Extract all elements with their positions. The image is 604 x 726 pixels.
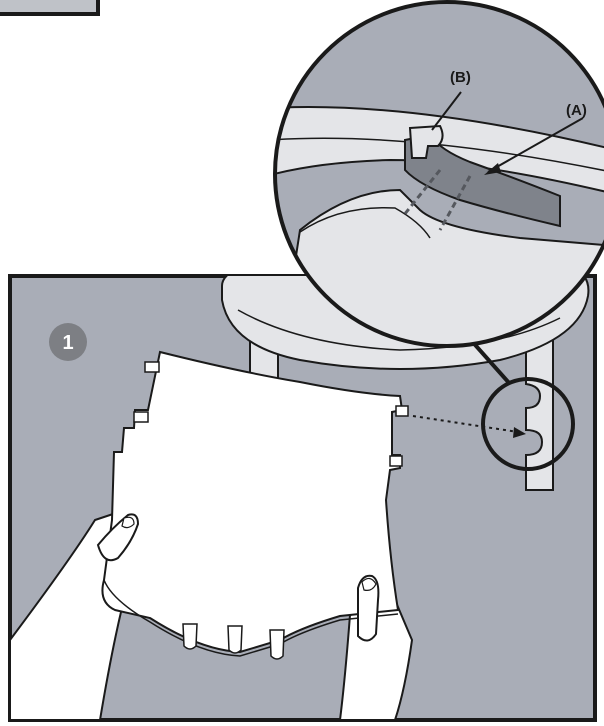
zoom-panel-top [299, 206, 431, 239]
side-panel [101, 350, 404, 654]
stool-leg-right [525, 321, 554, 491]
callout-label-a: (A) [566, 102, 587, 119]
panel-tab [133, 411, 149, 423]
zoom-circle [273, 0, 604, 348]
stool-seat-rim [237, 309, 561, 351]
callout-label-b: (B) [450, 69, 471, 86]
previous-panel-fragment [0, 0, 100, 16]
dotted-arrow-head [513, 427, 526, 438]
panel-tab [389, 455, 403, 467]
zoom-tab-b [408, 124, 444, 159]
callout-a-arrowhead [484, 163, 501, 175]
panel-peg [227, 625, 243, 654]
left-thumbnail [121, 516, 135, 529]
step-number: 1 [62, 332, 73, 354]
right-thumbnail [361, 577, 377, 591]
zoom-slot-a [404, 133, 561, 228]
panel-peg [182, 623, 198, 650]
step-badge: 1 [49, 323, 87, 361]
detail-locator-circle [481, 377, 575, 471]
panel-tab [395, 405, 409, 417]
callout-b-leader [431, 91, 462, 131]
panel-peg [269, 629, 285, 660]
side-panel-edge [103, 579, 399, 657]
right-thumb [357, 574, 380, 642]
callout-a-leader [487, 117, 584, 173]
zoom-seat-rim [275, 106, 604, 202]
panel-tab [144, 361, 160, 373]
zoom-dashed-guide [438, 175, 472, 231]
